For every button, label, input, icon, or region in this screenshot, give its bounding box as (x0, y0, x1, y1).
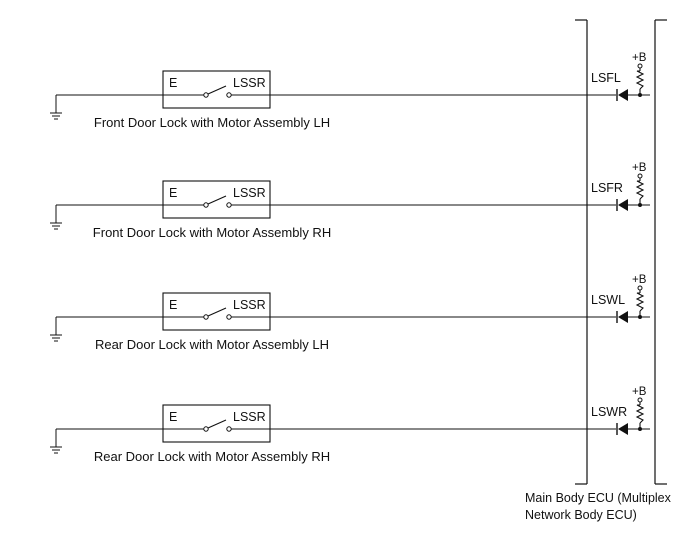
switch-contact-left (203, 92, 209, 98)
supply-terminal (637, 285, 643, 291)
terminal-e-label: E (169, 410, 177, 424)
ecu-box (575, 19, 667, 485)
supply-label: +B (632, 274, 647, 286)
switch-box (162, 70, 271, 109)
diode-icon (618, 311, 628, 323)
switch-blade (207, 195, 227, 205)
switch-blade (207, 85, 227, 95)
diode-icon (618, 199, 628, 211)
resistor-icon (635, 404, 645, 424)
component-label: Rear Door Lock with Motor Assembly RH (94, 449, 330, 464)
ecu-pin-label: LSFR (591, 181, 623, 195)
ecu-pin-label: LSWR (591, 405, 627, 419)
supply-terminal (637, 173, 643, 179)
diode-icon (618, 89, 628, 101)
terminal-lssr-label: LSSR (233, 298, 266, 312)
switch-box (162, 292, 271, 331)
supply-label: +B (632, 52, 647, 64)
terminal-lssr-label: LSSR (233, 186, 266, 200)
circuit-4: E LSSR Rear Door Lock with Motor Assembly … (50, 386, 650, 464)
terminal-e-label: E (169, 186, 177, 200)
switch-blade (207, 419, 227, 429)
switch-box (162, 180, 271, 219)
ground-icon (50, 429, 62, 454)
switch-contact-left (203, 314, 209, 320)
switch-contact-right (226, 202, 232, 208)
ground-icon (50, 205, 62, 230)
switch-contact-right (226, 426, 232, 432)
resistor-icon (635, 292, 645, 312)
ground-icon (50, 95, 62, 120)
switch-contact-left (203, 202, 209, 208)
component-label: Front Door Lock with Motor Assembly RH (93, 225, 331, 240)
switch-contact-right (226, 314, 232, 320)
ecu-pin-label: LSWL (591, 293, 625, 307)
component-label: Front Door Lock with Motor Assembly LH (94, 115, 330, 130)
resistor-icon (635, 70, 645, 90)
switch-blade (207, 307, 227, 317)
switch-contact-left (203, 426, 209, 432)
supply-label: +B (632, 162, 647, 174)
component-label: Rear Door Lock with Motor Assembly LH (95, 337, 329, 352)
circuit-1: E LSSR Front Door Lock with Motor Assembly… (50, 52, 650, 130)
resistor-icon (635, 180, 645, 200)
ecu-pin-label: LSFL (591, 71, 621, 85)
ecu-label: Main Body ECU (Multiplex Network Body EC… (525, 491, 671, 522)
ground-icon (50, 317, 62, 342)
switch-box (162, 404, 271, 443)
circuit-2: E LSSR Front Door Lock with Motor Assembly… (50, 162, 650, 240)
supply-terminal (637, 63, 643, 69)
terminal-e-label: E (169, 298, 177, 312)
terminal-e-label: E (169, 76, 177, 90)
switch-contact-right (226, 92, 232, 98)
circuit-3: E LSSR Rear Door Lock with Motor Assembly … (50, 274, 650, 352)
terminal-lssr-label: LSSR (233, 410, 266, 424)
supply-terminal (637, 397, 643, 403)
terminal-lssr-label: LSSR (233, 76, 266, 90)
supply-label: +B (632, 386, 647, 398)
diode-icon (618, 423, 628, 435)
